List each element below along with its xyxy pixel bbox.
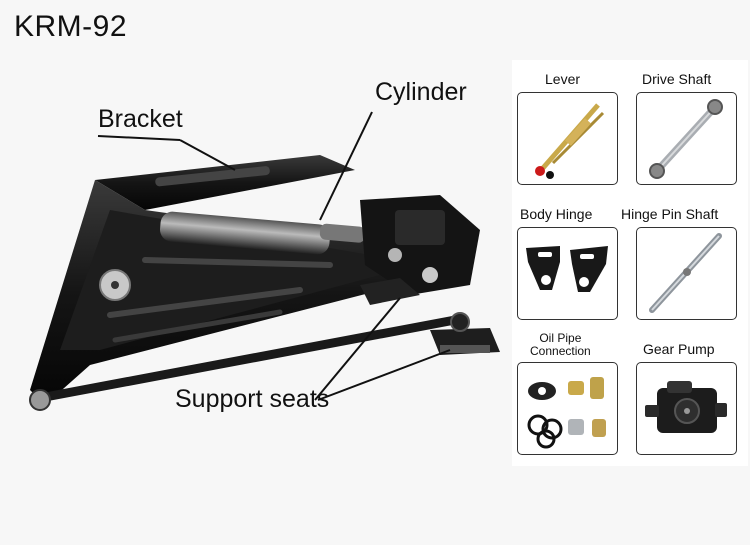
product-title: KRM-92 [14,10,128,43]
drive-shaft-icon [649,99,723,179]
cylinder-leader-line [319,111,373,221]
part-label-hinge-pin-shaft: Hinge Pin Shaft [621,206,719,222]
part-tile-oil-pipe-connection [517,362,618,455]
part-label-gear-pump: Gear Pump [643,341,715,357]
callout-bracket: Bracket [98,105,183,133]
body-hinge-icon [526,246,608,292]
part-label-lever: Lever [545,71,581,87]
part-label-oil-pipe-connection: Oil Pipe Connection [530,332,591,358]
hoist-kit-illustration [29,111,500,411]
part-label-drive-shaft: Drive Shaft [642,71,712,87]
part-tile-gear-pump [636,362,737,455]
part-label-oil-pipe-line1: Oil Pipe [539,331,582,345]
part-label-body-hinge: Body Hinge [520,206,593,222]
lever-icon [535,103,605,179]
bracket-slot [155,166,270,187]
hydraulic-cylinder [160,211,366,255]
support-seat-left [360,278,420,305]
gear-pump-icon [645,381,727,433]
lower-tie-rod [35,315,460,403]
part-tile-hinge-pin-shaft [636,227,737,320]
bracket-leader-line [179,139,236,171]
hinge-pin-shaft-icon [649,233,722,313]
callout-support-seats: Support seats [175,385,330,413]
part-tile-body-hinge [517,227,618,320]
bracket-upper-plate [95,155,355,210]
part-tile-drive-shaft [636,92,737,185]
support-seats-leader-line [314,297,401,401]
part-tile-lever [517,92,618,185]
part-label-oil-pipe-line2: Connection [530,344,591,358]
oil-pipe-connection-icon [527,377,606,449]
parts-panel: Lever Drive Shaft Body Hinge [512,60,748,466]
callout-cylinder: Cylinder [375,78,467,106]
